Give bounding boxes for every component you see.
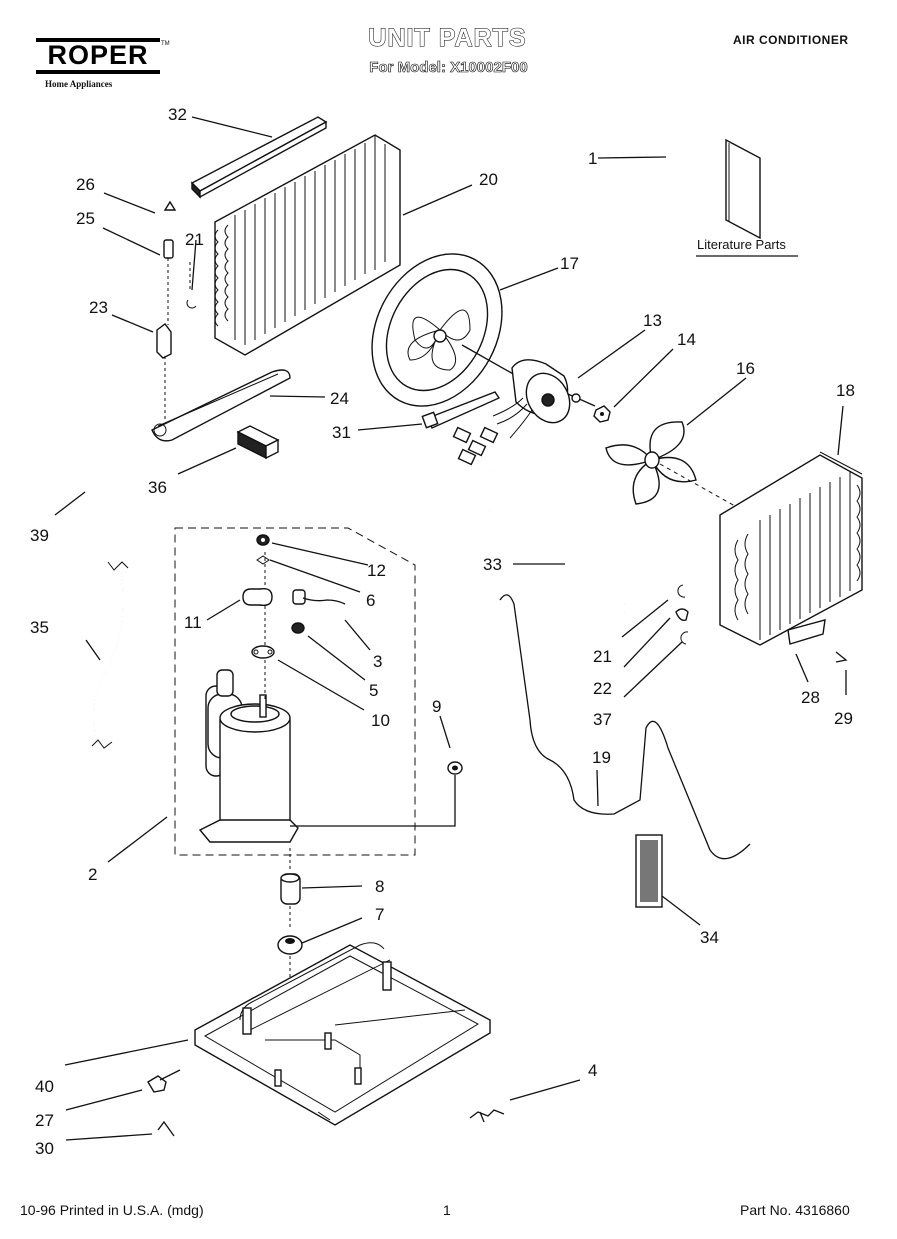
part-9-grommet xyxy=(447,761,463,775)
product-category: AIR CONDITIONER xyxy=(733,33,849,47)
callout-28: 28 xyxy=(801,688,820,707)
callout-10: 10 xyxy=(371,711,390,730)
callout-16: 16 xyxy=(736,359,755,378)
callout-17: 17 xyxy=(560,254,579,273)
page-title-text: UNIT PARTS xyxy=(368,24,527,53)
callout-14: 14 xyxy=(677,330,696,349)
part-33-refrigerant-tubing xyxy=(486,467,626,622)
callout-36: 36 xyxy=(148,478,167,497)
callout-29: 29 xyxy=(834,709,853,728)
part-20-evaporator-coil xyxy=(214,134,401,356)
callout-23: 23 xyxy=(89,298,108,317)
callout-35: 35 xyxy=(30,618,49,637)
part-39-drain-tube xyxy=(26,390,162,531)
part-36-foam-block xyxy=(236,425,280,460)
part-8-7-mounts xyxy=(277,848,303,1030)
callout-leader-lines xyxy=(54,116,847,1141)
model-subtitle: For Model: X10002F00 xyxy=(369,59,528,77)
callout-7: 7 xyxy=(375,905,384,924)
part-35-wire-harness xyxy=(91,561,129,749)
part-19-drain-tube xyxy=(499,594,751,860)
callout-37: 37 xyxy=(593,710,612,729)
callout-6: 6 xyxy=(366,591,375,610)
trademark-mark: TM xyxy=(161,41,170,47)
part-21-22-37-clips xyxy=(675,584,689,645)
part-28-29-brackets xyxy=(787,619,848,663)
roper-logo xyxy=(36,38,160,74)
part-24-drain-loop xyxy=(151,369,291,442)
part-34-filter xyxy=(635,834,663,908)
page-number: 1 xyxy=(443,1202,451,1218)
brand-subtitle: Home Appliances xyxy=(45,79,113,89)
brand-logo-text: ROPER xyxy=(47,39,149,70)
callout-27: 27 xyxy=(35,1111,54,1130)
callout-9: 9 xyxy=(432,697,441,716)
part-16-fan-blade xyxy=(605,421,761,521)
callout-20: 20 xyxy=(479,170,498,189)
callout-26: 26 xyxy=(76,175,95,194)
part-27-30-4-hardware xyxy=(147,1069,505,1137)
callout-8: 8 xyxy=(375,877,384,896)
callout-33: 33 xyxy=(483,555,502,574)
callout-21-upper: 21 xyxy=(185,230,204,249)
callout-24: 24 xyxy=(330,389,349,408)
callout-numbers: 1 2 3 4 5 6 7 8 9 10 11 12 13 14 16 17 1… xyxy=(30,105,855,1158)
callout-32: 32 xyxy=(168,105,187,124)
part-14-nut xyxy=(593,405,611,423)
callout-11: 11 xyxy=(184,613,202,632)
callout-18: 18 xyxy=(836,381,855,400)
callout-5: 5 xyxy=(369,681,378,700)
part-1-literature xyxy=(696,138,798,257)
part-18-condenser-coil xyxy=(719,451,863,646)
literature-parts-label: Literature Parts xyxy=(697,237,786,252)
callout-40: 40 xyxy=(35,1077,54,1096)
part-31-cable-strap xyxy=(421,391,501,429)
part-32-seal-strip xyxy=(190,116,328,199)
callout-31: 31 xyxy=(332,423,351,442)
part-number: Part No. 4316860 xyxy=(740,1202,850,1218)
part-26-25-23-capillary-fittings xyxy=(156,200,197,420)
callout-3: 3 xyxy=(373,652,382,671)
callout-4: 4 xyxy=(588,1061,597,1080)
callout-39: 39 xyxy=(30,526,49,545)
callout-2: 2 xyxy=(88,865,97,884)
callout-21-lower: 21 xyxy=(593,647,612,666)
part-13-fan-motor xyxy=(452,344,596,466)
compressor-mount-hardware xyxy=(242,534,346,659)
callout-30: 30 xyxy=(35,1139,54,1158)
compressor-group-outline xyxy=(174,527,416,856)
page-title: UNIT PARTS xyxy=(0,24,897,53)
callout-22: 22 xyxy=(593,679,612,698)
callout-12: 12 xyxy=(367,561,386,580)
part-2-compressor xyxy=(198,552,456,843)
callout-25: 25 xyxy=(76,209,95,228)
part-17-fan-shroud xyxy=(371,253,503,407)
part-40-base-pan xyxy=(194,942,491,1126)
callout-13: 13 xyxy=(643,311,662,330)
callout-34: 34 xyxy=(700,928,719,947)
callout-19: 19 xyxy=(592,748,611,767)
callout-1: 1 xyxy=(588,149,597,168)
print-info: 10-96 Printed in U.S.A. (mdg) xyxy=(20,1202,204,1218)
